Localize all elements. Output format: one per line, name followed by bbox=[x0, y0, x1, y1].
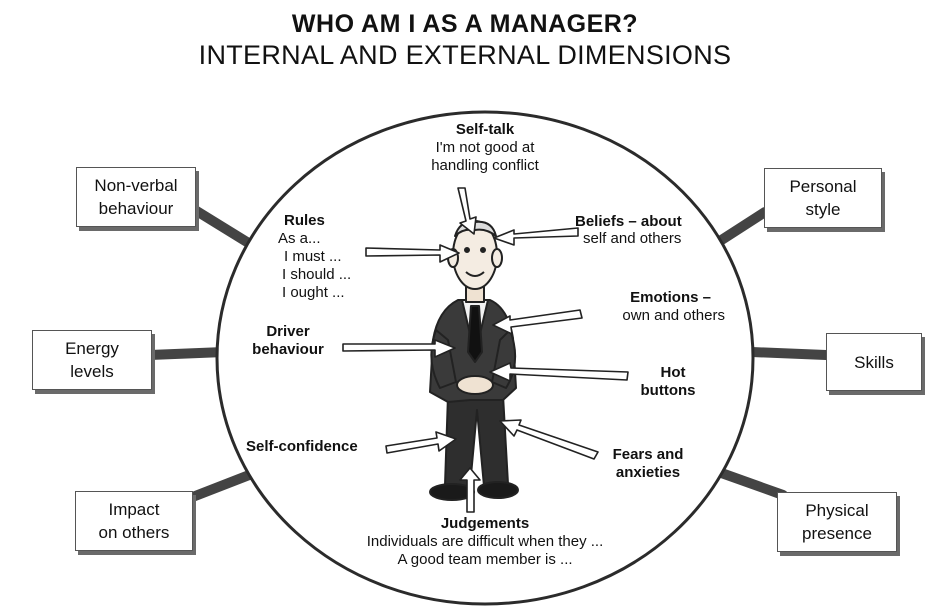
label-line: Fears and bbox=[612, 446, 684, 463]
figure-hands bbox=[456, 375, 494, 395]
label-self-confidence: Self-confidence bbox=[246, 438, 386, 456]
arrow-self-confidence bbox=[385, 431, 457, 454]
box-label-line: behaviour bbox=[98, 199, 174, 218]
box-label-line: on others bbox=[98, 523, 170, 542]
label-line: handling conflict bbox=[431, 157, 539, 174]
arrows bbox=[342, 187, 629, 513]
label-driver-behaviour: Driver behaviour bbox=[238, 323, 338, 359]
label-line: I ought ... bbox=[282, 284, 345, 301]
label-line: self and others bbox=[583, 230, 682, 247]
label-line: buttons bbox=[640, 382, 696, 399]
box-physical-presence: Physical presence bbox=[777, 492, 897, 552]
page-title: WHO AM I AS A MANAGER? bbox=[291, 10, 639, 38]
label-title: Judgements bbox=[440, 515, 530, 532]
label-line: I'm not good at bbox=[435, 139, 535, 156]
page-subtitle: INTERNAL AND EXTERNAL DIMENSIONS bbox=[198, 40, 732, 70]
arrow-hot-buttons bbox=[489, 362, 629, 382]
label-line: own and others bbox=[622, 307, 725, 324]
label-judgements: Judgements Individuals are difficult whe… bbox=[335, 515, 635, 569]
box-label-line: Non-verbal bbox=[94, 176, 178, 195]
label-line: Hot bbox=[660, 364, 686, 381]
label-emotions: Emotions – own and others bbox=[585, 289, 725, 325]
label-title: Self-talk bbox=[455, 121, 515, 138]
label-line: Individuals are difficult when they ... bbox=[366, 533, 604, 550]
box-label-line: Physical bbox=[805, 501, 869, 520]
label-fears-anxieties: Fears and anxieties bbox=[593, 446, 703, 482]
box-label-line: Personal bbox=[789, 177, 857, 196]
box-label-line: presence bbox=[802, 524, 872, 543]
label-line: Beliefs – about bbox=[575, 213, 682, 230]
connector-skills bbox=[747, 347, 831, 360]
figure-right-eye bbox=[480, 247, 486, 253]
label-beliefs: Beliefs – about self and others bbox=[575, 213, 725, 247]
arrow-emotions bbox=[492, 309, 583, 335]
box-skills: Skills bbox=[826, 333, 922, 391]
box-impact-on-others: Impact on others bbox=[75, 491, 193, 551]
figure-right-shoe bbox=[477, 481, 519, 499]
label-line: As a... bbox=[278, 230, 321, 247]
label-line: anxieties bbox=[615, 464, 681, 481]
box-label-line: style bbox=[805, 200, 841, 219]
figure-right-ear bbox=[491, 248, 503, 268]
arrow-self-talk bbox=[457, 187, 477, 235]
label-line: A good team member is ... bbox=[397, 551, 573, 568]
box-label-line: levels bbox=[70, 362, 114, 381]
label-line: behaviour bbox=[252, 341, 324, 358]
box-personal-style: Personal style bbox=[764, 168, 882, 228]
label-rules: Rules As a... I must ... I should ... I … bbox=[278, 212, 388, 302]
box-label-line: Skills bbox=[854, 352, 894, 372]
label-self-talk: Self-talk I'm not good at handling confl… bbox=[400, 121, 570, 175]
label-hot-buttons: Hot buttons bbox=[620, 364, 716, 400]
figure-tie bbox=[467, 305, 483, 363]
label-title: Emotions – bbox=[630, 289, 711, 306]
arrow-driver bbox=[342, 339, 456, 358]
label-line: I should ... bbox=[282, 266, 352, 283]
arrow-judgements bbox=[459, 467, 481, 513]
label-line: I must ... bbox=[284, 248, 342, 265]
box-label-line: Impact bbox=[108, 500, 160, 519]
figure-smile bbox=[465, 271, 485, 277]
arrow-beliefs bbox=[493, 227, 579, 246]
box-energy-levels: Energy levels bbox=[32, 330, 152, 390]
connector-physical bbox=[708, 465, 788, 500]
arrow-rules bbox=[365, 244, 460, 263]
label-title: Self-confidence bbox=[246, 438, 358, 455]
figure-left-eye bbox=[464, 247, 470, 253]
box-non-verbal-behaviour: Non-verbal behaviour bbox=[76, 167, 196, 227]
label-line: Driver bbox=[266, 323, 310, 340]
connector-energy bbox=[145, 347, 229, 360]
label-title: Rules bbox=[284, 212, 325, 229]
arrow-fears bbox=[499, 419, 599, 460]
box-label-line: Energy bbox=[65, 339, 119, 358]
